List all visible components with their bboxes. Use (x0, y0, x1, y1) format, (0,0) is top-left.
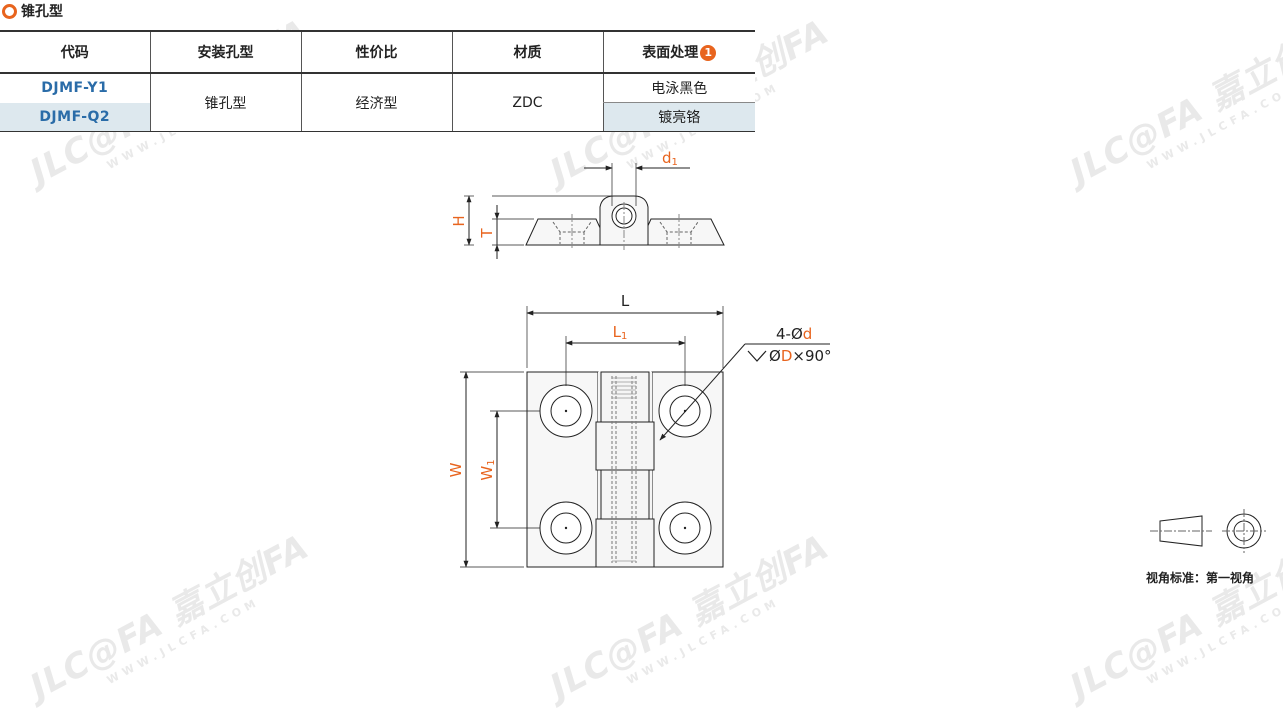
table-row: DJMF-Y1 锥孔型 经济型 ZDC 电泳黑色 (0, 73, 755, 132)
code-cell: DJMF-Y1 (0, 73, 150, 103)
finish-cell: 电泳黑色 (602, 73, 755, 103)
header-mount-type: 安装孔型 (149, 30, 301, 74)
hinge-drawing: d1 H T (447, 149, 1266, 568)
section-title-text: 锥孔型 (21, 4, 63, 20)
countersink-icon (747, 350, 767, 362)
front-view (460, 306, 830, 568)
note-badge-icon[interactable]: 1 (700, 45, 717, 61)
first-angle-projection-icon (1150, 509, 1266, 553)
dim-label-l1: L1 (613, 323, 628, 342)
material-cell: ZDC (451, 73, 603, 132)
table-row: DJMF-Q2 镀亮铬 (0, 102, 755, 132)
header-value-rating: 性价比 (300, 30, 452, 74)
code-cell: DJMF-Q2 (0, 102, 150, 132)
front-view-labels: L L1 W W1 4-Ød ØD×90° (447, 292, 832, 481)
header-material: 材质 (451, 30, 603, 74)
ring-icon (2, 3, 17, 19)
mount-type-cell: 锥孔型 (149, 73, 301, 132)
dim-label-t: T (478, 228, 496, 239)
hole-callout: 4-Ød (776, 325, 812, 343)
side-view-labels: d1 H T (450, 149, 678, 239)
header-finish-label: 表面处理 (642, 45, 699, 61)
header-code: 代码 (0, 30, 150, 74)
value-rating-cell: 经济型 (300, 73, 452, 132)
dim-label-w1: W1 (478, 459, 497, 480)
section-title: 锥孔型 (2, 2, 63, 20)
dim-label-h: H (450, 215, 468, 226)
view-standard-caption: 视角标准：第一视角 (1146, 571, 1255, 585)
dim-label-w: W (447, 462, 465, 477)
dim-label-d1: d1 (662, 149, 678, 168)
dim-label-l: L (621, 292, 630, 310)
countersink-callout: ØD×90° (769, 347, 832, 365)
side-view (464, 163, 725, 259)
finish-cell: 镀亮铬 (602, 102, 755, 132)
